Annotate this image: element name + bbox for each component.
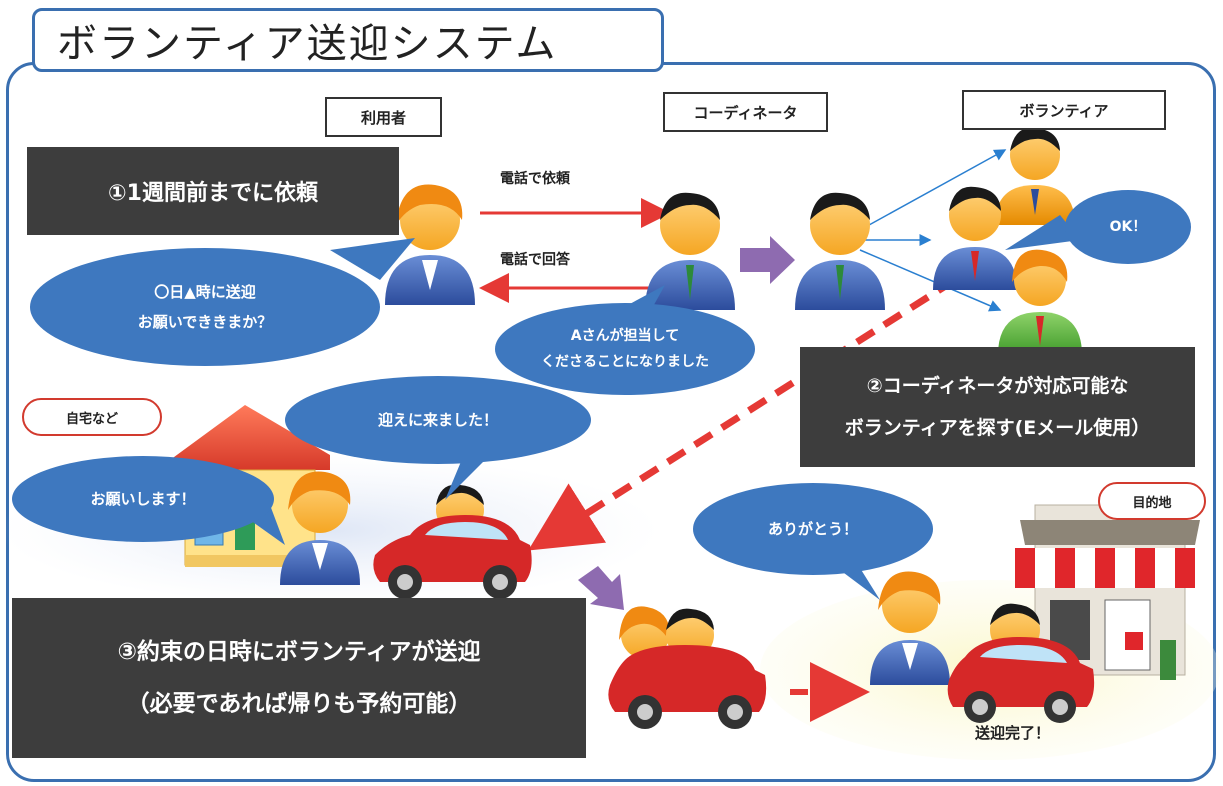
chevron-arrow-icon [740,236,795,284]
bubble-tail [1005,215,1080,250]
email-arrows [859,149,1007,312]
request-line-2: お願いでききまか？ [137,313,273,331]
step-2-line-1: ②コーディネータが対応可能な [866,375,1129,397]
dispatch-dashed-arrow [528,277,957,551]
person-icon [998,249,1082,355]
person-icon [280,471,360,585]
step-1-text: ①1週間前までに依頼 [108,181,318,206]
ok-bubble: OK！ [1065,190,1191,264]
place-label-home: 自宅など [22,398,162,436]
role-label-volunteer: ボランティア [962,90,1166,130]
thanks-bubble: ありがとう！ [693,483,933,575]
role-label-user: 利用者 [325,97,442,137]
please-bubble: お願いします！ [12,456,274,542]
person-icon [795,192,885,310]
person-icon [385,184,475,305]
came-pickup-text: 迎えに来ました！ [377,411,498,429]
request-bubble: 〇日▲時に送迎 お願いでききまか？ [30,248,380,366]
assigned-bubble: Aさんが担当して くださることになりました [495,303,755,395]
page-title: ボランティア送迎システム [32,8,664,72]
person-icon [995,127,1075,225]
step-3-line-1: ③約束の日時にボランティアが送迎 [117,639,481,665]
ok-text: OK！ [1109,219,1147,235]
car-icon [947,603,1095,723]
person-icon [870,571,950,685]
thanks-text: ありがとう！ [767,520,858,538]
car-icon [373,484,532,599]
call-request-label: 電話で依頼 [500,171,570,187]
step-3-line-2: （必要であれば帰りも予約可能） [126,691,472,717]
came-pickup-bubble: 迎えに来ました！ [285,376,591,464]
call-answer-label: 電話で回答 [500,252,570,268]
assigned-line-2: くださることになりました [541,354,709,370]
step-2-box: ②コーディネータが対応可能な ボランティアを探す(Eメール使用） [800,347,1195,467]
assigned-line-1: Aさんが担当して [570,328,680,344]
step-3-box: ③約束の日時にボランティアが送迎 （必要であれば帰りも予約可能） [12,598,586,758]
step-2-line-2: ボランティアを探す(Eメール使用） [844,417,1151,439]
completion-label: 送迎完了！ [975,724,1051,742]
car-icon [608,606,767,729]
chevron-arrow-icon [578,566,624,610]
bubble-tail [330,238,415,280]
please-text: お願いします！ [90,490,196,508]
role-label-coordinator: コーディネータ [663,92,828,132]
step-1-box: ①1週間前までに依頼 [27,147,399,235]
place-label-destination: 目的地 [1098,482,1206,520]
request-line-1: 〇日▲時に送迎 [154,283,256,301]
person-icon [645,192,735,310]
person-icon [933,186,1017,290]
